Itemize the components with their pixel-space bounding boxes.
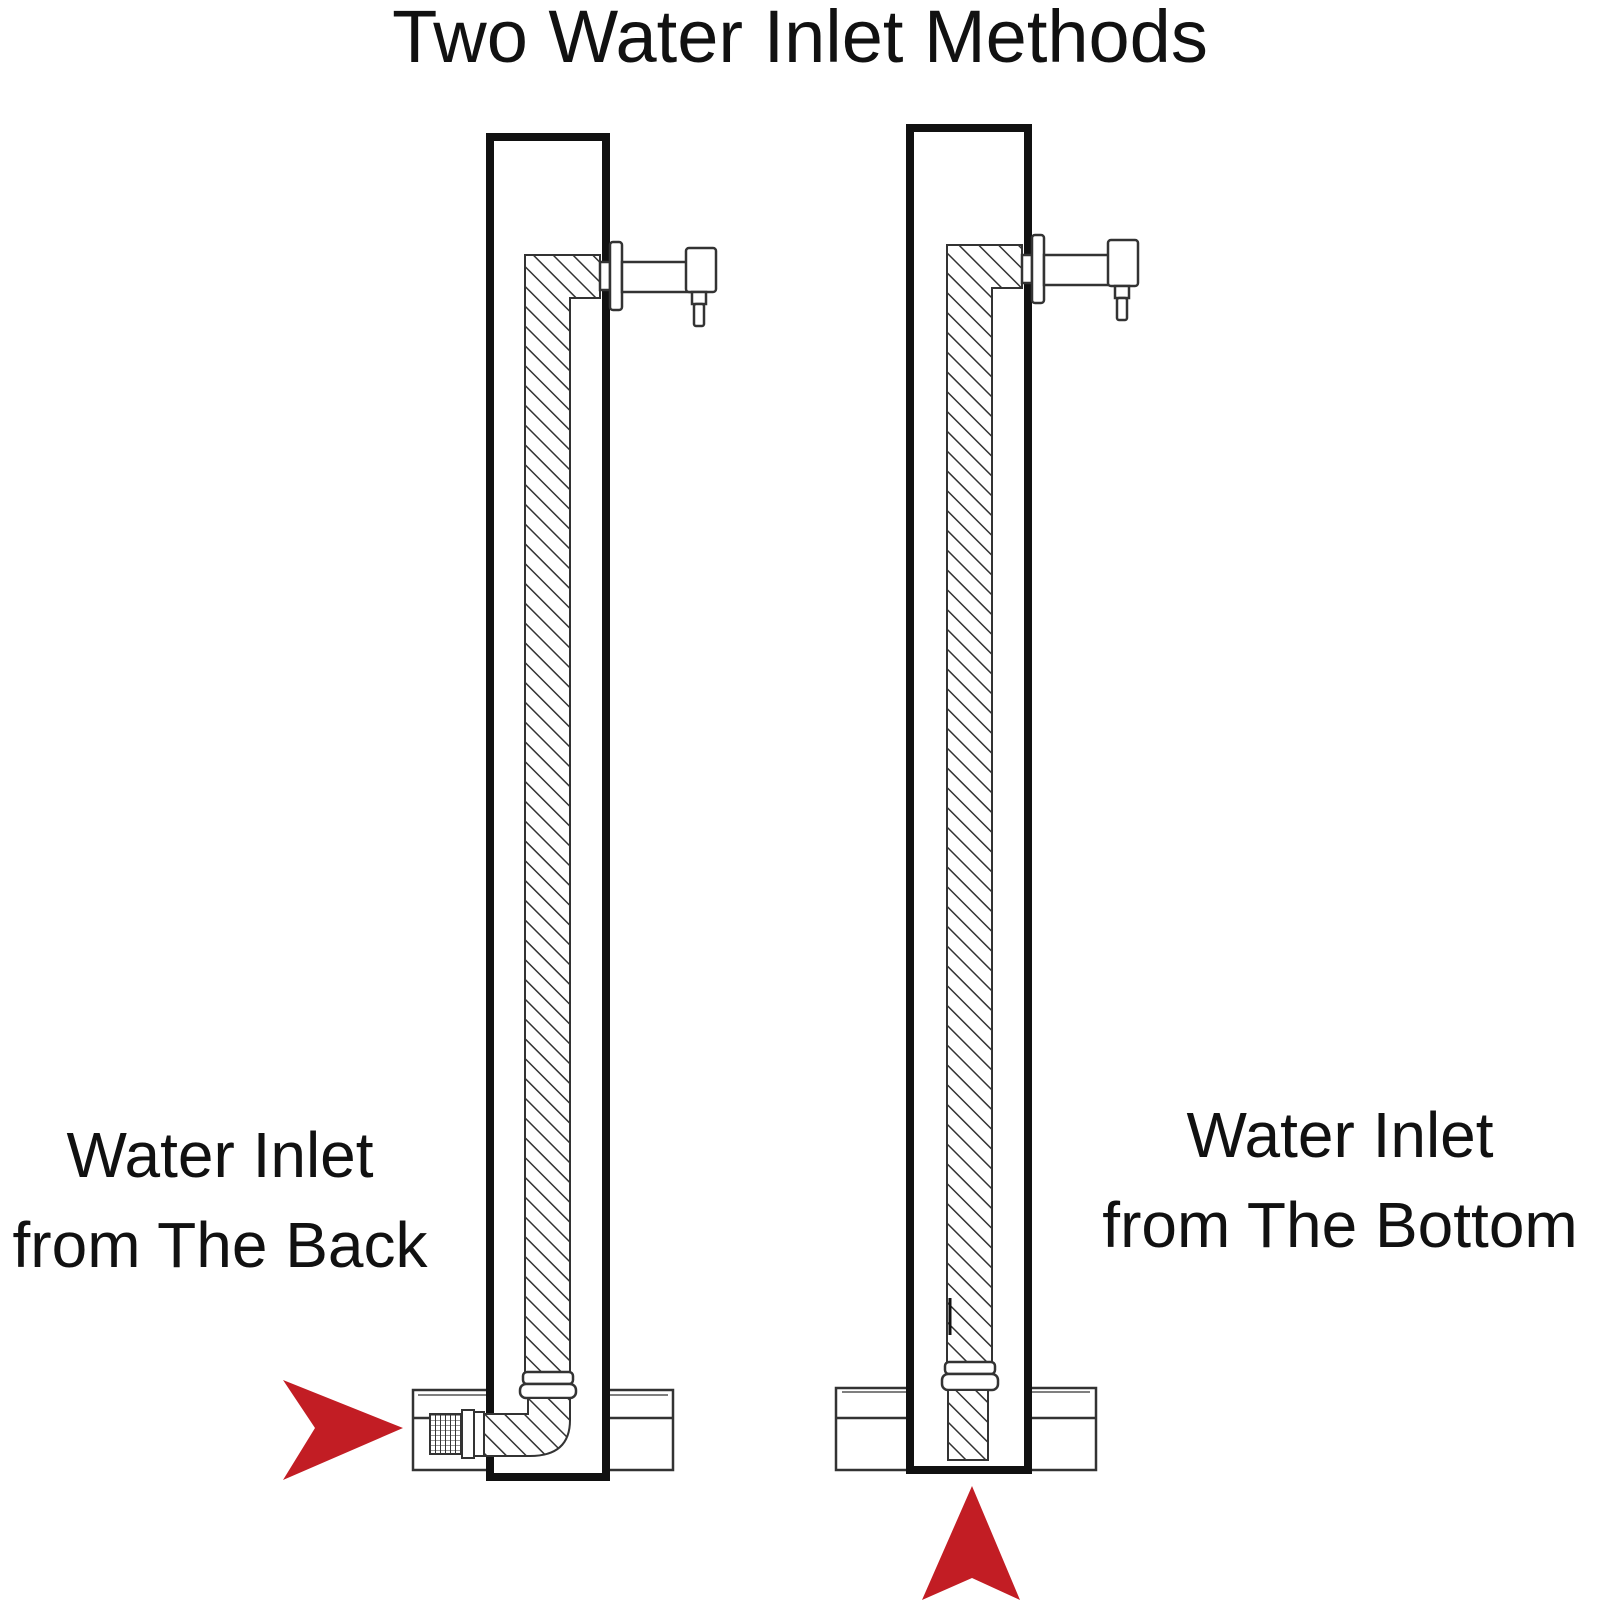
bottom-inlet-label-line1: Water Inlet <box>1186 1099 1494 1171</box>
diagram-title: Two Water Inlet Methods <box>392 0 1208 78</box>
left-pipe-elbow <box>483 1397 571 1457</box>
left-pipe-coupling <box>518 1370 578 1400</box>
right-outlet-spout <box>1020 233 1140 322</box>
bottom-inlet-label: Water Inlet from The Bottom <box>1075 1090 1600 1270</box>
back-inlet-unit <box>283 133 718 1481</box>
right-pipe-through-base <box>947 1389 989 1461</box>
back-inlet-label-line1: Water Inlet <box>66 1119 374 1191</box>
left-outlet-spout <box>598 240 718 328</box>
back-inlet-label: Water Inlet from The Back <box>0 1110 460 1290</box>
bottom-inlet-arrow-icon <box>922 1486 1020 1600</box>
right-pipe-coupling <box>940 1360 1000 1392</box>
back-inlet-fitting <box>429 1409 485 1459</box>
bottom-inlet-label-line2: from The Bottom <box>1102 1189 1578 1261</box>
back-inlet-label-line2: from The Back <box>12 1209 428 1281</box>
back-inlet-arrow-icon <box>283 1380 403 1480</box>
bottom-inlet-unit <box>834 124 1140 1600</box>
